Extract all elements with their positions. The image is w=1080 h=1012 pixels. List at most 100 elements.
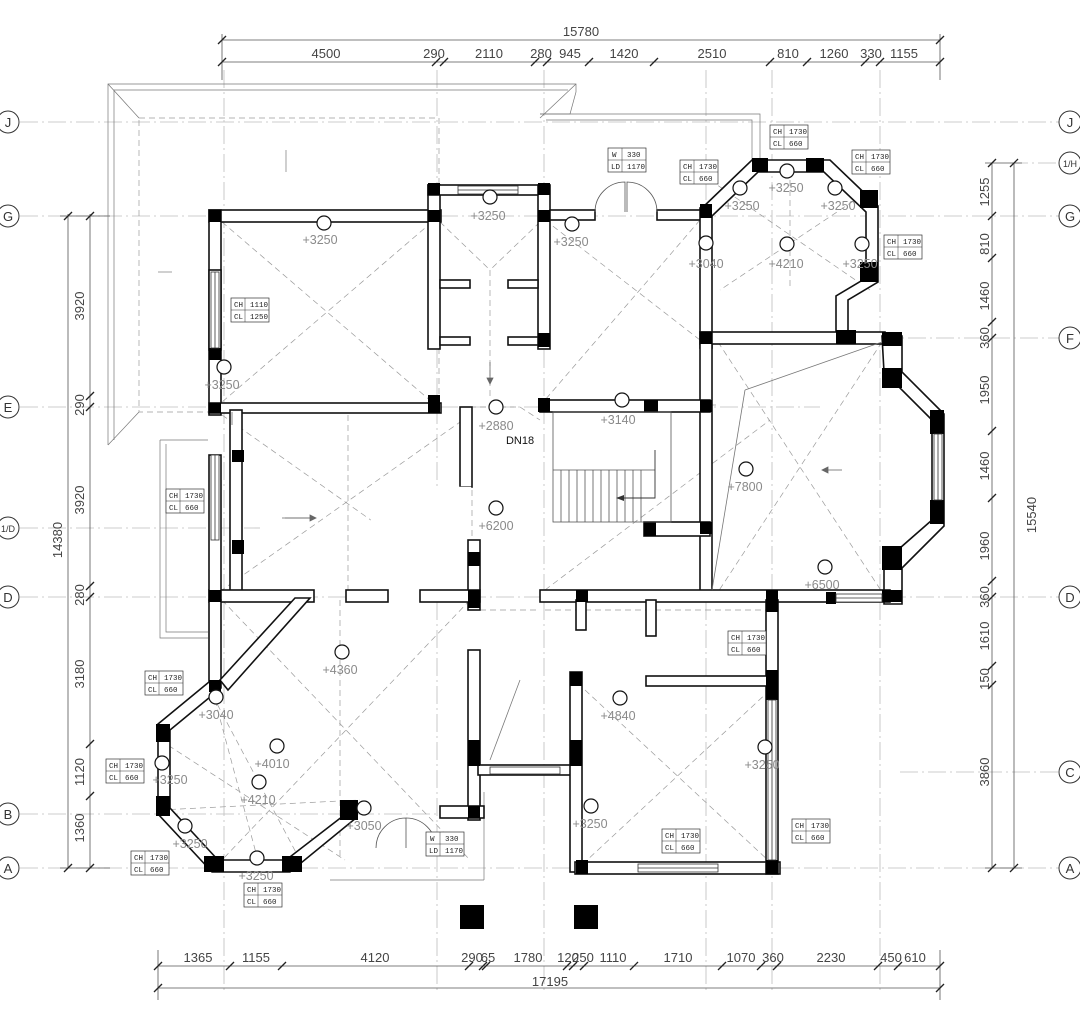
left-total-dimension: 14380	[50, 522, 65, 558]
left-dim-2: 290	[72, 394, 87, 416]
level-7: +3250	[768, 181, 803, 195]
right-dim-3: 1460	[977, 282, 992, 311]
bottom-dim-1: 1365	[184, 950, 213, 965]
svg-text:CL: CL	[247, 899, 257, 907]
bottom-dim-10: 1710	[664, 950, 693, 965]
svg-text:1170: 1170	[627, 164, 646, 172]
svg-text:660: 660	[164, 687, 178, 695]
svg-text:330: 330	[627, 152, 641, 160]
svg-text:W: W	[430, 836, 435, 844]
top-dim-2: 290	[423, 46, 445, 61]
axis-label-right-f: F	[1066, 331, 1074, 346]
level-11: +2880	[478, 419, 513, 433]
right-dim-9: 1610	[977, 622, 992, 651]
svg-text:CL: CL	[148, 687, 158, 695]
level-10: +3140	[600, 413, 635, 427]
svg-text:1730: 1730	[150, 855, 169, 863]
svg-text:CH: CH	[134, 855, 143, 863]
axis-label-right-g: G	[1065, 209, 1075, 224]
svg-text:CH: CH	[773, 129, 782, 137]
right-dim-1: 1255	[977, 178, 992, 207]
svg-text:CH: CH	[683, 164, 692, 172]
top-dim-9: 1260	[820, 46, 849, 61]
svg-text:CH: CH	[795, 823, 804, 831]
level-4: +3040	[688, 257, 723, 271]
level-5: +4210	[768, 257, 803, 271]
top-dim-8: 810	[777, 46, 799, 61]
svg-text:CL: CL	[773, 141, 783, 149]
level-6: +3250	[724, 199, 759, 213]
right-dim-4: 360	[977, 327, 992, 349]
svg-text:CH: CH	[148, 675, 157, 683]
svg-text:660: 660	[871, 166, 885, 174]
bottom-total-dimension: 17195	[532, 974, 568, 989]
bottom-dim-11: 1070	[727, 950, 756, 965]
level-25: +3250	[572, 817, 607, 831]
axis-label-left-b: B	[4, 807, 13, 822]
svg-text:660: 660	[681, 845, 695, 853]
left-dim-4: 280	[72, 584, 87, 606]
svg-text:1730: 1730	[871, 154, 890, 162]
top-dim-6: 1420	[610, 46, 639, 61]
svg-text:1730: 1730	[681, 833, 700, 841]
svg-text:1170: 1170	[445, 848, 464, 856]
right-dim-8: 360	[977, 586, 992, 608]
top-dim-1: 4500	[312, 46, 341, 61]
svg-text:CL: CL	[887, 251, 897, 259]
svg-text:1730: 1730	[125, 763, 144, 771]
level-20: +3250	[172, 837, 207, 851]
svg-text:CL: CL	[683, 176, 693, 184]
svg-text:CH: CH	[234, 302, 243, 310]
top-dim-11: 1155	[890, 46, 918, 61]
axis-label-left-1d: 1/D	[1, 524, 16, 534]
top-dim-7: 2510	[698, 46, 727, 61]
svg-text:1730: 1730	[903, 239, 922, 247]
right-total-dimension: 15540	[1024, 497, 1039, 533]
svg-text:CL: CL	[169, 505, 179, 513]
axis-label-right-c: C	[1065, 765, 1074, 780]
bottom-dim-2: 1155	[242, 950, 270, 965]
top-dim-3: 2110	[475, 46, 503, 61]
svg-text:1250: 1250	[250, 314, 269, 322]
svg-text:1730: 1730	[185, 493, 204, 501]
top-dim-4: 280	[530, 46, 552, 61]
level-23: +4840	[600, 709, 635, 723]
bottom-dim-5: 65	[481, 950, 495, 965]
direction-arrows	[231, 362, 842, 522]
svg-text:660: 660	[125, 775, 139, 783]
bottom-dim-12: 360	[762, 950, 784, 965]
level-17: +4010	[254, 757, 289, 771]
svg-text:660: 660	[747, 647, 761, 655]
svg-text:1730: 1730	[811, 823, 830, 831]
left-dim-3: 3920	[72, 486, 87, 515]
left-dimension-chain: 14380 3920 290 3920 280 3180 1120 1360	[50, 211, 110, 873]
svg-text:660: 660	[811, 835, 825, 843]
svg-text:660: 660	[903, 251, 917, 259]
svg-text:1730: 1730	[263, 887, 282, 895]
level-24: +3250	[744, 758, 779, 772]
axis-label-left-e: E	[4, 400, 13, 415]
axis-label-left-j: J	[5, 115, 12, 130]
axis-label-left-g: G	[3, 209, 13, 224]
bottom-dim-4: 290	[461, 950, 483, 965]
left-dim-6: 1120	[72, 758, 87, 786]
level-21: +3050	[346, 819, 381, 833]
level-2: +3250	[470, 209, 505, 223]
svg-text:660: 660	[699, 176, 713, 184]
svg-text:CH: CH	[247, 887, 256, 895]
top-dimension-chain: 15780 4500 290 2110 280 945 1420 2510 81…	[217, 24, 945, 80]
svg-text:660: 660	[789, 141, 803, 149]
axis-labels-right	[1058, 110, 1080, 880]
svg-text:CL: CL	[855, 166, 865, 174]
left-dim-7: 1360	[72, 814, 87, 843]
svg-text:CL: CL	[109, 775, 119, 783]
top-dim-10: 330	[860, 46, 882, 61]
